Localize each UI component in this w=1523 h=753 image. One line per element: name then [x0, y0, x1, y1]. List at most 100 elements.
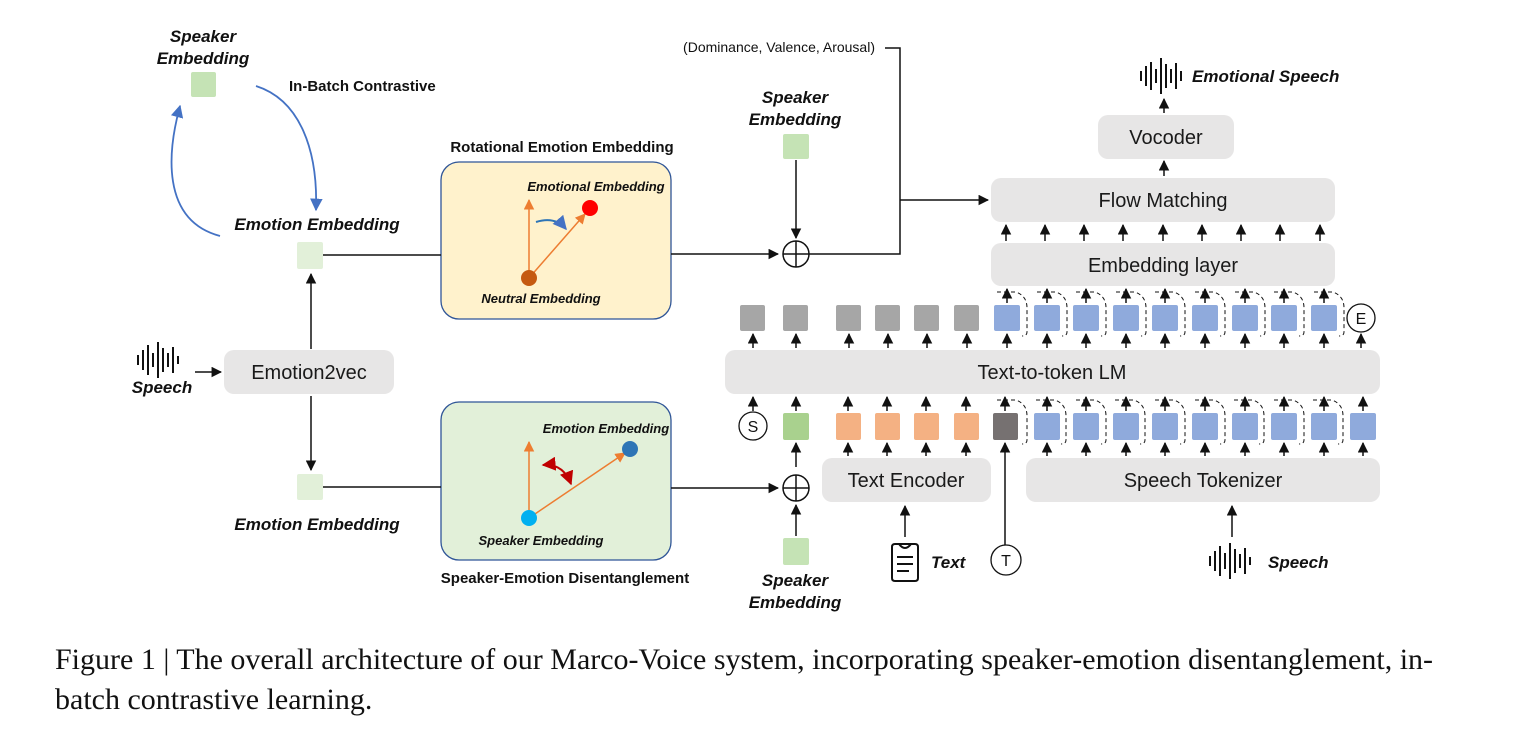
- embedding-layer-box: [991, 243, 1335, 286]
- speech-token: [1232, 413, 1258, 440]
- token-dashed-link: [1195, 399, 1226, 445]
- speaker-embedding-square-bottom: [783, 538, 809, 565]
- disentangle-arrow: [541, 456, 574, 486]
- in-batch-contrastive-label: In-Batch Contrastive: [289, 78, 436, 95]
- speech-token: [1034, 305, 1060, 331]
- disentanglement-title: Speaker-Emotion Disentanglement: [441, 570, 689, 587]
- speech-token: [1232, 305, 1258, 331]
- dva-label: (Dominance, Valence, Arousal): [683, 39, 875, 55]
- token-dashed-link: [1076, 399, 1107, 445]
- text-token: [836, 413, 861, 440]
- figure-caption: Figure 1 | The overall architecture of o…: [55, 643, 1434, 716]
- text-encoder-box: [822, 458, 991, 502]
- token-dashed-link: [1274, 291, 1305, 337]
- flow-matching-label: Flow Matching: [1099, 190, 1228, 212]
- gray-token: [783, 305, 808, 331]
- speech-token: [1034, 413, 1060, 440]
- plus-circle-top: [782, 240, 810, 268]
- speech-token: [1113, 305, 1139, 331]
- text-document-icon: [891, 543, 919, 582]
- token-dashed-link: [1314, 291, 1345, 337]
- emotional-speech-waveform-icon: [1140, 58, 1182, 94]
- speaker-embedding-small-label: Speaker Embedding: [479, 533, 604, 548]
- token-to-embedding-arrows: [1001, 287, 1330, 303]
- token-dashed-link: [997, 291, 1028, 337]
- speech-tokenizer-label: Speech Tokenizer: [1124, 470, 1283, 492]
- gray-token: [740, 305, 765, 331]
- token-dashed-link: [1313, 399, 1344, 445]
- speech-label-left: Speech: [132, 378, 192, 397]
- emotion-embedding-square-top: [297, 242, 323, 269]
- gray-token: [875, 305, 900, 331]
- token-dashed-link: [1235, 291, 1266, 337]
- speech-waveform-bottom-icon: [1209, 543, 1251, 579]
- emotional-embedding-dot: [582, 200, 598, 216]
- encoder-to-token-arrows: [842, 441, 972, 456]
- emotion-embedding-dot: [622, 441, 638, 457]
- contrastive-curve-up: [170, 104, 221, 237]
- text-to-token-lm-box: [725, 350, 1380, 394]
- text-encoder-label: Text Encoder: [848, 470, 965, 492]
- speaker-token: [783, 413, 809, 440]
- token-dashed-link: [997, 399, 1028, 445]
- speech-token: [1152, 413, 1178, 440]
- rotational-box: [440, 161, 672, 320]
- token-e-label: E: [1356, 311, 1367, 328]
- emotion2vec-box: [224, 350, 394, 394]
- speech-token: [1192, 305, 1218, 331]
- speech-token: [1192, 413, 1218, 440]
- neutral-embedding-dot: [521, 270, 537, 286]
- speech-token: [1311, 413, 1337, 440]
- tokenizer-to-token-arrows: [1041, 441, 1369, 456]
- token-s-label: S: [748, 419, 759, 436]
- speaker-embedding-square-mid: [783, 134, 809, 159]
- speech-token: [1113, 413, 1139, 440]
- turn-token: [993, 413, 1018, 440]
- speech-token: [1073, 305, 1099, 331]
- speaker-embedding-label-top-2: Embedding: [157, 49, 250, 68]
- emotional-speech-label: Emotional Speech: [1192, 67, 1339, 86]
- flow-matching-box: [991, 178, 1335, 222]
- emotion-embedding-square-bottom: [297, 474, 323, 500]
- speech-token: [994, 305, 1020, 331]
- text-to-token-lm-label: Text-to-token LM: [978, 362, 1127, 384]
- rotation-arrow: [535, 214, 567, 231]
- emotion-vector: [528, 452, 626, 519]
- speaker-embedding-square-top: [191, 72, 216, 97]
- gray-token: [914, 305, 939, 331]
- text-token: [914, 413, 939, 440]
- token-dashed-link: [1115, 399, 1146, 445]
- speaker-embedding-label-bottom-1: Speaker: [762, 571, 830, 590]
- speaker-embedding-label-mid-1: Speaker: [762, 88, 830, 107]
- speech-token: [1271, 413, 1297, 440]
- architecture-diagram: Speaker Embedding In-Batch Contrastive E…: [132, 27, 1380, 612]
- line-plus-to-dva: [809, 47, 901, 255]
- speech-token: [1350, 413, 1376, 440]
- emotion-embedding-label-bottom: Emotion Embedding: [234, 515, 400, 534]
- token-t-circle: T: [990, 544, 1022, 576]
- speech-token: [1152, 305, 1178, 331]
- token-dashed-link: [1036, 399, 1067, 445]
- emotional-vector: [528, 213, 586, 279]
- vocoder-box: [1098, 115, 1234, 159]
- lm-to-token-arrows: [747, 332, 1367, 348]
- token-dashed-link: [1234, 399, 1265, 445]
- input-to-lm-arrows: [747, 395, 1369, 411]
- emotional-embedding-label: Emotional Embedding: [527, 179, 664, 194]
- token-dashed-link: [1155, 399, 1186, 445]
- token-dashed-link: [1195, 291, 1226, 337]
- output-token-row: [740, 291, 1345, 337]
- embedding-to-flow-arrows: [1000, 223, 1326, 241]
- speaker-embedding-dot: [521, 510, 537, 526]
- emotion-embedding-small-label: Emotion Embedding: [543, 421, 669, 436]
- plus-circle-bottom: [782, 474, 810, 502]
- neutral-embedding-label: Neutral Embedding: [481, 291, 600, 306]
- text-token: [954, 413, 979, 440]
- speech-tokenizer-box: [1026, 458, 1380, 502]
- contrastive-curve-down: [255, 85, 323, 212]
- emotion-embedding-label-top: Emotion Embedding: [234, 215, 400, 234]
- token-dashed-link: [1037, 291, 1068, 337]
- speech-label-bottom: Speech: [1268, 553, 1328, 572]
- gray-token: [836, 305, 861, 331]
- speech-token: [1271, 305, 1297, 331]
